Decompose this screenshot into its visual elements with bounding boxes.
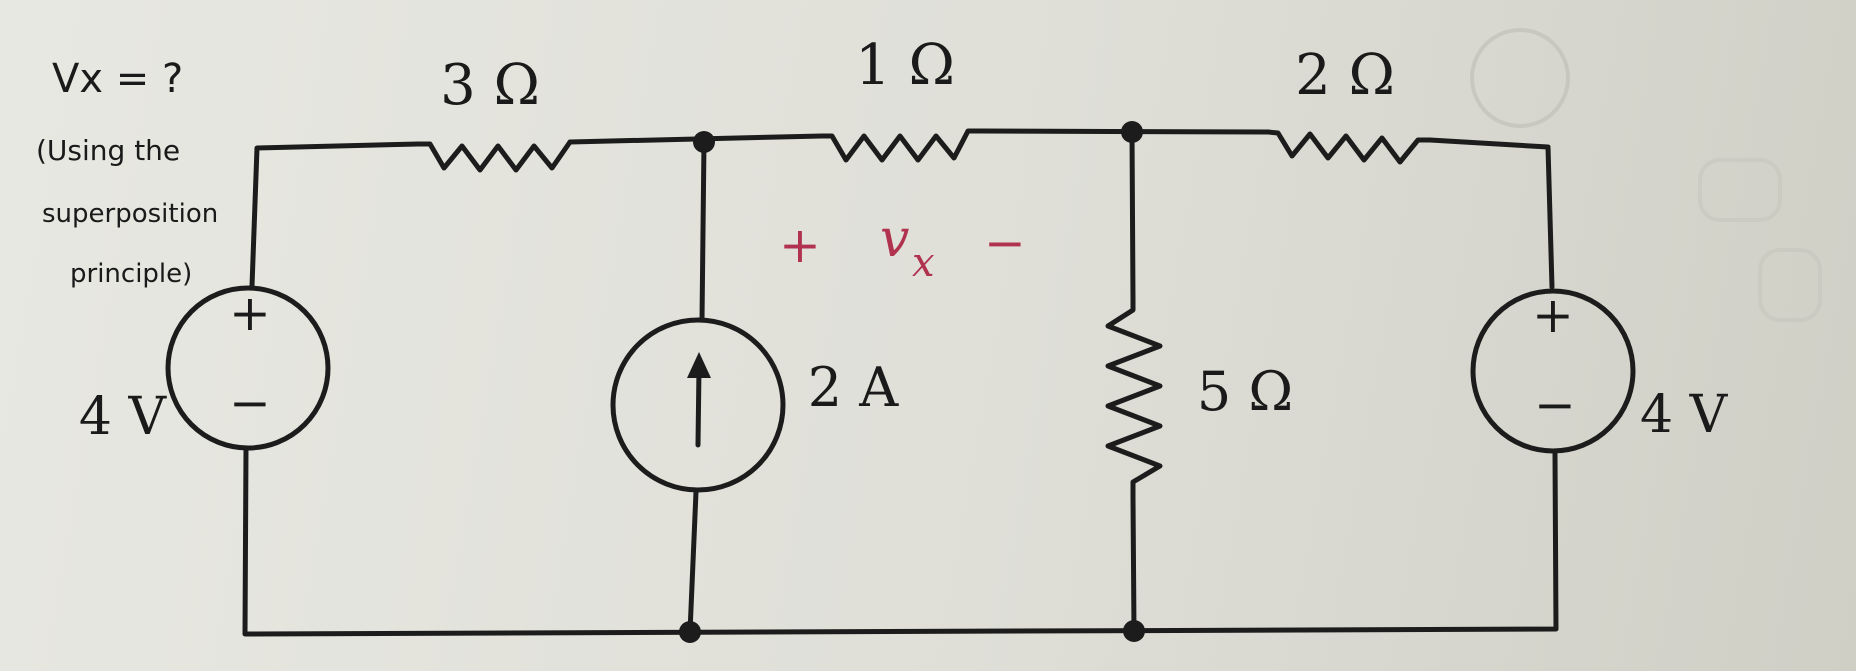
resistors (415, 128, 1433, 501)
label-1-ohm: 1 Ω (855, 33, 955, 98)
note-line-1: (Using the (36, 134, 180, 167)
label-voltage-right: 4 V (1640, 385, 1729, 445)
wire-current-bottom (687, 489, 699, 635)
resistor-3-ohm (415, 139, 573, 173)
label-voltage-left: 4 V (79, 387, 168, 447)
note-line-3: principle) (70, 259, 192, 289)
left-minus-sign: − (229, 374, 271, 432)
current-source (610, 317, 786, 493)
handwritten-notes: Vx = ? (Using the superposition principl… (36, 56, 218, 289)
component-labels: 3 Ω 1 Ω 2 Ω 5 Ω 2 A 4 V 4 V (79, 33, 1729, 447)
wires (242, 128, 1559, 637)
wire-top-right (1427, 137, 1555, 290)
vx-plus: + (779, 216, 821, 274)
resistor-2-ohm (1265, 129, 1433, 165)
left-plus-sign: + (229, 284, 271, 342)
label-5-ohm: 5 Ω (1197, 360, 1293, 423)
wire-current-top (699, 139, 707, 323)
vx-measurement: + v x − (779, 209, 1026, 286)
wire-r5-bottom (1130, 495, 1137, 634)
wire-r5-top (1129, 129, 1136, 303)
node-top-b (1121, 121, 1143, 143)
vx-minus: − (984, 214, 1026, 272)
resistor-5-ohm (1105, 297, 1163, 501)
node-bottom-b (1123, 620, 1145, 642)
label-3-ohm: 3 Ω (440, 53, 540, 118)
note-line-2: superposition (42, 199, 218, 229)
voltage-source-right: + − (1470, 286, 1636, 454)
vx-subscript: x (912, 240, 935, 286)
vx-symbol: v (880, 209, 909, 269)
right-minus-sign: − (1534, 376, 1576, 434)
arrow-head-icon (687, 352, 711, 378)
bleed-through-text (1470, 28, 1822, 322)
resistor-1-ohm (819, 128, 983, 163)
arrow-up-icon (695, 365, 702, 448)
node-top-a (693, 131, 715, 153)
nodes (679, 121, 1145, 643)
right-plus-sign: + (1532, 286, 1574, 344)
question-text: Vx = ? (52, 56, 183, 102)
wire-bottom (242, 445, 1559, 637)
node-bottom-a (679, 621, 701, 643)
label-2-ohm: 2 Ω (1295, 43, 1395, 108)
voltage-source-left: + − (165, 284, 331, 451)
label-current: 2 A (808, 356, 900, 419)
wire-top-left (249, 141, 421, 289)
